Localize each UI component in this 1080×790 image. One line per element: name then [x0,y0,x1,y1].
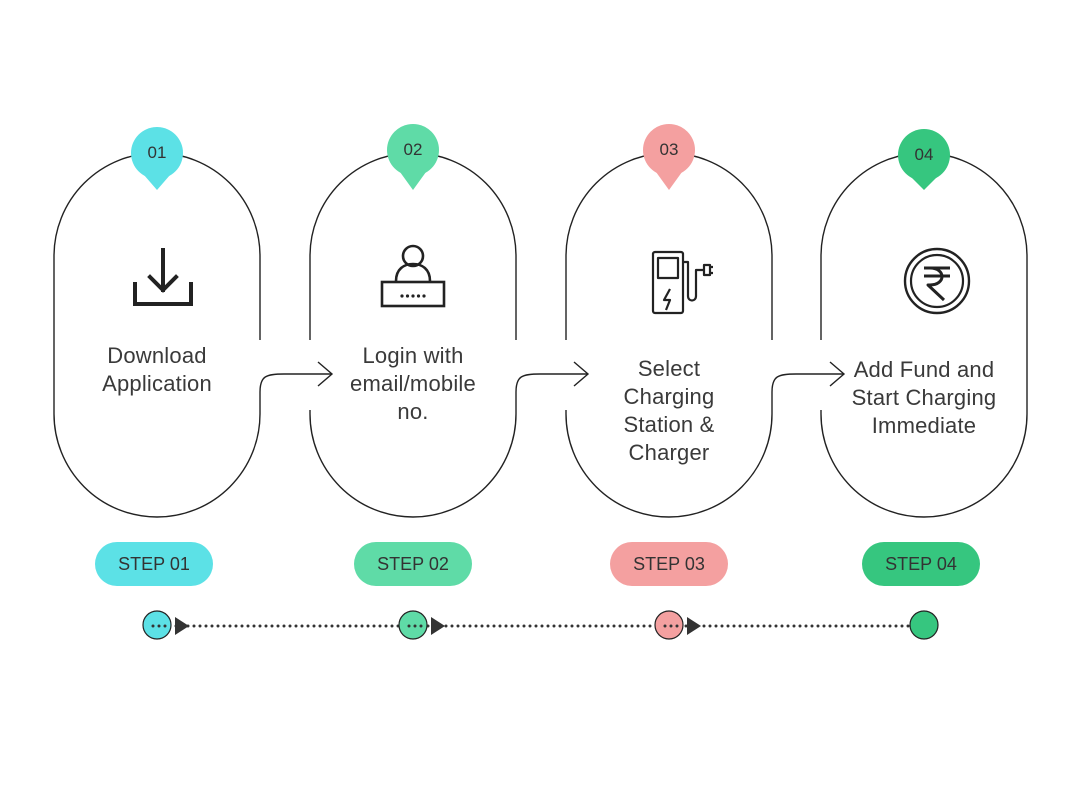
step-03-description: Select Charging Station & Charger [574,355,764,467]
timeline-arrow-1 [175,617,189,635]
connector-3-4 [771,361,846,393]
step-01-badge [131,127,183,190]
step-03-line-1: Select [637,356,701,381]
step-01-capsule [53,152,261,518]
step-04-description: Add Fund and Start Charging Immediate [829,356,1019,440]
step-04-line-1: Add Fund and [853,357,995,382]
connector-2-3 [515,361,590,393]
ev-charger-icon [651,250,713,315]
rupee-coin-icon [903,247,971,315]
step-02-capsule [309,152,517,518]
timeline-node-03 [654,610,684,640]
step-03-number: 03 [659,140,679,159]
step-02-line-3: no. [397,399,429,424]
step-03-pill: STEP 03 [610,542,728,586]
step-03-badge [643,124,695,190]
timeline-arrow-2 [431,617,445,635]
step-02-line-1: Login with [362,343,464,368]
step-01-line-2: Application [102,371,212,396]
step-04-badge [898,129,950,190]
step-03-line-3: Station & [623,412,715,437]
step-02-description: Login with email/mobile no. [318,342,508,426]
step-01-number: 01 [147,143,167,162]
step-01-pill: STEP 01 [95,542,213,586]
step-04-pill: STEP 04 [862,542,980,586]
step-02-number: 02 [403,140,423,159]
connector-1-2 [259,361,334,393]
step-03-line-2: Charging [623,384,715,409]
step-02-badge [387,124,439,190]
step-04-line-2: Start Charging [851,385,997,410]
timeline-node-02 [398,610,428,640]
user-login-icon [380,244,446,308]
timeline-node-04 [909,610,939,640]
timeline-node-01 [142,610,172,640]
timeline-arrow-3 [687,617,701,635]
step-02-line-2: email/mobile [350,371,476,396]
step-04-line-3: Immediate [871,413,977,438]
step-01-line-1: Download [107,343,207,368]
step-01-description: Download Application [62,342,252,398]
download-icon [133,248,193,306]
step-03-line-4: Charger [628,440,710,465]
timeline [142,610,939,640]
step-04-capsule [820,152,1028,518]
step-04-number: 04 [914,145,934,164]
step-02-pill: STEP 02 [354,542,472,586]
